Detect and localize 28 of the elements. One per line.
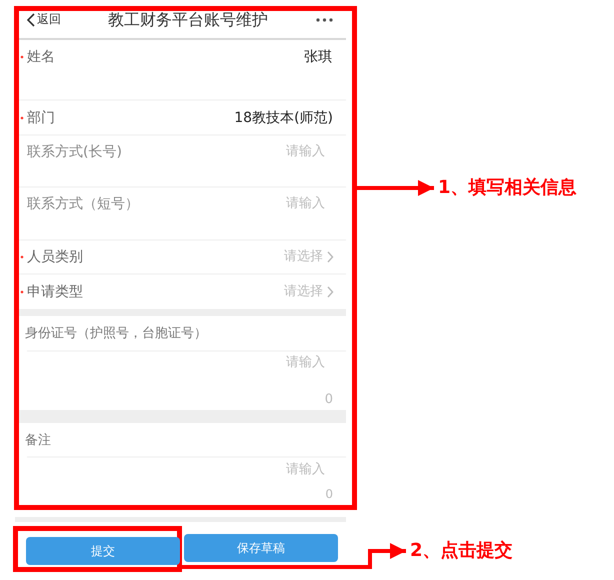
placeholder-text: 请输入 — [286, 354, 325, 372]
field-label: 身份证号（护照号，台胞证号） — [25, 326, 207, 342]
placeholder-text: 请选择 — [284, 248, 323, 266]
page-title: 教工财务平台账号维护 — [108, 10, 268, 30]
placeholder-text: 请输入 — [286, 196, 325, 212]
field-label: 联系方式(长号) — [27, 142, 122, 162]
save-draft-button: 保存草稿 — [184, 534, 338, 562]
field-value: 18教技本(师范) — [234, 108, 333, 128]
highlight-frame — [14, 6, 357, 510]
submit-button: 提交 — [26, 537, 180, 565]
field-label: 申请类型 — [27, 282, 83, 302]
field-label: 联系方式（短号） — [27, 194, 139, 214]
placeholder-text: 请输入 — [286, 462, 325, 478]
field-label: 部门 — [27, 108, 55, 128]
character-count: 0 — [324, 392, 333, 408]
step-label: 2、点击提交 — [410, 538, 540, 564]
highlight-frame — [13, 526, 182, 572]
character-count: 0 — [325, 487, 333, 503]
back-link: 返回 — [37, 12, 61, 28]
field-value: 张琪 — [304, 48, 332, 66]
step-label: 1、填写相关信息 — [438, 175, 610, 201]
arrow — [357, 180, 434, 196]
placeholder-text: 请输入 — [286, 144, 325, 160]
field-label: 人员类别 — [27, 248, 83, 266]
field-label: 备注 — [25, 432, 51, 450]
placeholder-text: 请选择 — [284, 284, 323, 300]
arrow — [182, 543, 406, 569]
field-label: 姓名 — [27, 48, 55, 66]
